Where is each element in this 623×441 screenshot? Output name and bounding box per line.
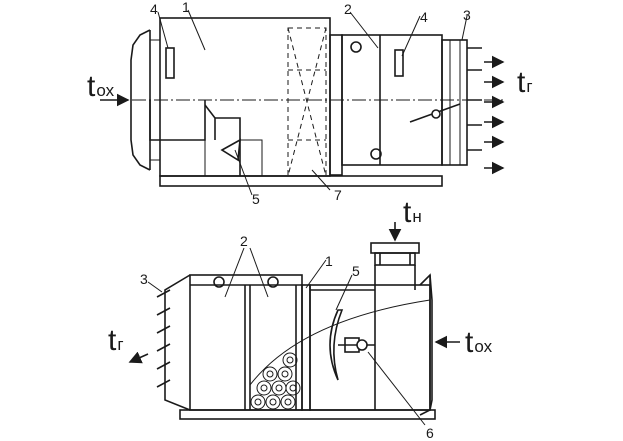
tube-bundle [250, 352, 301, 410]
callout-7: 7 [334, 187, 342, 203]
callout-3-b: 3 [140, 271, 148, 287]
callout-4-left: 4 [150, 1, 158, 17]
outlet-label-top: tг [517, 66, 533, 99]
callout-4-right: 4 [420, 9, 428, 25]
inlet-label-bottom: tох [465, 326, 493, 359]
callout-2: 2 [344, 1, 352, 17]
top-inlet-label-bottom: tн [403, 196, 422, 229]
callout-5: 5 [252, 191, 260, 207]
top-view: 4 1 2 4 3 5 7 tох tг [87, 0, 533, 207]
callout-2-b: 2 [240, 233, 248, 249]
callout-1-b: 1 [325, 253, 333, 269]
callout-1: 1 [182, 0, 190, 15]
callout-6-b: 6 [426, 425, 434, 441]
callout-5-b: 5 [352, 263, 360, 279]
inlet-label-top: tох [87, 70, 115, 103]
callout-3: 3 [463, 7, 471, 23]
outlet-label-bottom: tг [108, 324, 124, 357]
bottom-view: 2 1 3 5 6 tн tох tг [108, 196, 493, 441]
